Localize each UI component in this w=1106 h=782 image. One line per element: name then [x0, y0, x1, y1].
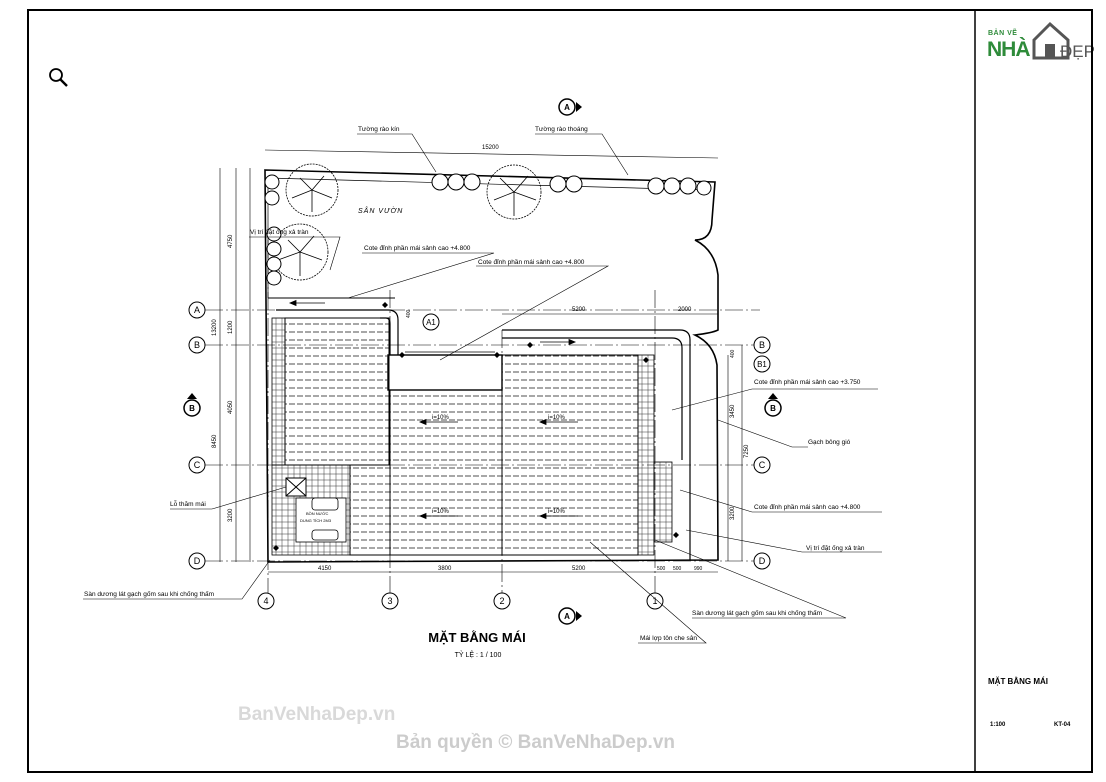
roof-panel-left-top [284, 317, 390, 466]
roof-panel-mid-right [501, 354, 639, 556]
axis-row-a-left: A [194, 305, 200, 315]
right-ledge-outline [502, 329, 691, 560]
label-cote-4: Cote đỉnh phần mái sảnh cao +4.800 [754, 502, 861, 511]
tank-label-2: DUNG TÍCH 2M3 [300, 518, 332, 523]
title-block-sheet: KT-04 [1054, 722, 1071, 728]
drawing-title: MẶT BẰNG MÁI [428, 630, 526, 645]
logo-top-text: BẢN VẼ [988, 30, 1018, 37]
site-fence-outline [264, 169, 719, 563]
drawing-scale: TỶ LỆ : 1 / 100 [455, 650, 502, 659]
label-cote-3: Cote đỉnh phần mái sảnh cao +3.750 [754, 377, 861, 386]
dim-left-8450: 8450 [212, 434, 218, 448]
dim-bottom-3800: 3800 [438, 566, 452, 572]
dim-bottom-4150: 4150 [318, 566, 332, 572]
fence-inner-line [267, 177, 711, 191]
roof-panel-left-bottom [349, 464, 391, 556]
dim-left-1200: 1200 [228, 320, 234, 334]
slope-label-1: i=10% [432, 415, 450, 421]
label-tuong-rao-thoang: Tường rào thoáng [535, 126, 588, 133]
axis-col-1: 1 [652, 596, 657, 606]
dim-small-400: 400 [406, 309, 412, 318]
axis-col-2: 2 [499, 596, 504, 606]
dim-top-total: 15200 [482, 145, 499, 151]
roof-panel-mid-left [389, 389, 503, 556]
section-a-bottom: A [564, 612, 570, 621]
dim-bottom-990: 990 [694, 566, 703, 572]
dim-right-3200: 3200 [730, 506, 736, 520]
tank-label-1: BỒN NƯỚC [306, 511, 329, 516]
axis-row-d-left: D [194, 556, 201, 566]
logo-suffix-text: ĐẸP [1060, 42, 1095, 61]
label-vi-tri-ong-bottom: Vị trí đặt ống xả tràn [806, 543, 865, 552]
section-markers [183, 98, 782, 625]
leader-lines [83, 133, 882, 644]
axis-col-4: 4 [263, 596, 268, 606]
axis-bubbles [188, 301, 771, 610]
title-block-scale: 1:100 [990, 722, 1006, 728]
label-san-duong-left: Sàn dương lát gạch gốm sau khi chống thấ… [84, 589, 214, 598]
label-cote-1: Cote đỉnh phần mái sảnh cao +4.800 [364, 243, 471, 252]
axis-row-a1: A1 [426, 318, 436, 327]
axis-col-3: 3 [387, 596, 392, 606]
watermark-line-2: Bản quyền © BanVeNhaDep.vn [396, 732, 676, 753]
logo-main-text: NHÀ [987, 38, 1030, 61]
slope-label-4: i=10% [548, 509, 566, 515]
axis-row-b1-right: B1 [757, 360, 767, 369]
dim-left-3200: 3200 [228, 508, 234, 522]
house-logo-icon [1032, 21, 1070, 60]
label-cote-2: Cote đỉnh phần mái sảnh cao +4.800 [478, 257, 585, 266]
label-lo-tham-mai: Lỗ thăm mái [170, 499, 206, 508]
label-san-duong-right: Sàn dương lát gạch gốm sau khi chống thấ… [692, 608, 822, 617]
tile-strip-right-lower [653, 461, 673, 543]
axis-row-c-left: C [194, 460, 201, 470]
label-tuong-rao-kin: Tường rào kín [358, 126, 400, 133]
axis-row-c-right: C [759, 460, 766, 470]
section-a-top: A [564, 103, 570, 112]
slope-label-2: i=10% [548, 415, 566, 421]
sheet-border [27, 9, 1093, 773]
dim-right-400: 400 [730, 349, 736, 358]
garden-label: SÂN VƯỜN [358, 206, 403, 215]
label-vi-tri-ong-top: Vị trí đặt ống xả tràn [250, 227, 309, 236]
label-gach-bong-gio: Gạch bông gió [808, 439, 851, 446]
dim-left-total: 13200 [212, 319, 218, 336]
axis-row-b-right: B [759, 340, 765, 350]
dim-bottom-500a: 500 [657, 566, 666, 572]
section-b-left: B [189, 404, 195, 413]
section-b-right: B [770, 404, 776, 413]
dim-right-7250: 7250 [744, 444, 750, 458]
label-mai-lop-ton: Mái lợp tôn che sân [640, 635, 697, 642]
hall-roof [387, 354, 503, 391]
drain-points [273, 302, 679, 551]
axis-row-d-right: D [759, 556, 766, 566]
tile-strip-left [271, 317, 286, 466]
brand-logo: BẢN VẼ NHÀ ĐẸP [984, 14, 1100, 66]
tile-strip-right [637, 354, 655, 556]
shrubs [264, 173, 712, 286]
dim-left-4750: 4750 [228, 234, 234, 248]
dim-right-3450: 3450 [730, 404, 736, 418]
dim-bottom-5200: 5200 [572, 566, 586, 572]
axis-row-b-left: B [194, 340, 200, 350]
zoom-icon[interactable] [46, 66, 72, 90]
title-block-name: MẶT BẰNG MÁI [988, 677, 1048, 686]
watermark-line-1: BanVeNhaDep.vn [238, 704, 396, 725]
dim-left-4050: 4050 [228, 400, 234, 414]
dim-bottom-500b: 500 [673, 566, 682, 572]
slope-arrows [288, 299, 578, 520]
dim-top-2000: 2000 [678, 307, 692, 313]
dim-top-5200: 5200 [572, 307, 586, 313]
slope-label-3: i=10% [432, 509, 450, 515]
dimension-lines [219, 149, 743, 573]
